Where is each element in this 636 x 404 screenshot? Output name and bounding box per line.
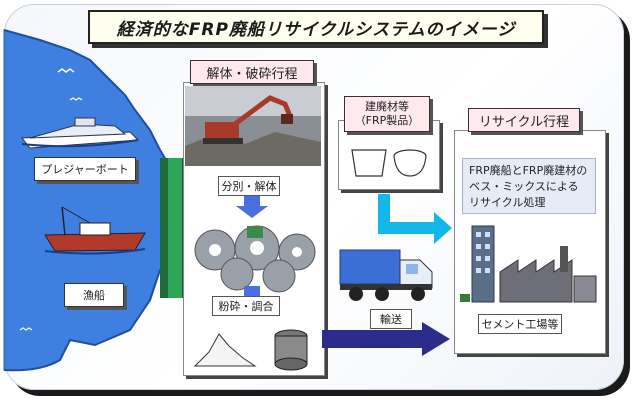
recycle-description: FRP廃船とFRP廃建材のベス・ミックスによるリサイクル処理 [462, 158, 596, 214]
truck-image [339, 249, 433, 301]
diagram-title: 経済的なFRP廃船リサイクルシステムのイメージ [88, 10, 544, 44]
cement-plant-label: セメント工場等 [478, 314, 562, 334]
demolition-photo [185, 86, 321, 166]
powder-drum-image [193, 329, 308, 371]
fishing-boat-image [44, 206, 146, 255]
pleasure-boat-image [21, 117, 140, 149]
waste-material-header: 建廃材等 （FRP製品） [344, 96, 430, 132]
transport-arrow-icon [322, 322, 450, 356]
transport-label: 輸送 [370, 309, 412, 329]
pleasure-boat-label: プレジャーボート [34, 157, 136, 181]
cement-plant-image [460, 225, 597, 303]
waste-material-line1: 建廃材等 [365, 100, 409, 113]
arrow-down-icon [236, 196, 268, 218]
fishing-boat-label: 漁船 [64, 283, 124, 307]
frp-product-image [351, 149, 427, 177]
dismantle-header: 解体・破砕行程 [190, 60, 314, 84]
step-grind-blend: 粉砕・調合 [212, 296, 280, 316]
waste-material-line2: （FRP製品） [354, 114, 420, 127]
recycle-header: リサイクル行程 [468, 108, 580, 132]
arrow-to-recycle-icon [378, 194, 452, 244]
step-sort-dismantle: 分別・解体 [218, 176, 280, 196]
crusher-gears-image [194, 225, 316, 293]
